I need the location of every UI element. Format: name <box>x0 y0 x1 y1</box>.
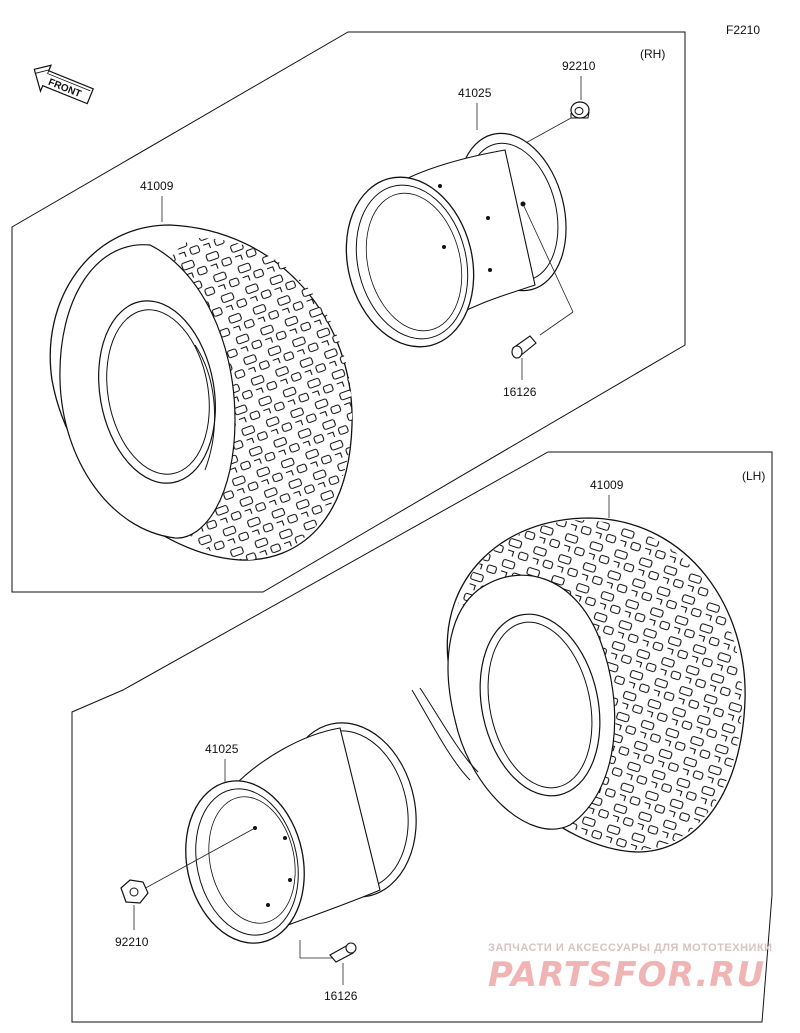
watermark-tagline: ЗАПЧАСТИ И АКСЕССУАРЫ ДЛЯ МОТОТЕХНИКИ <box>488 942 773 954</box>
lh-group-frame <box>71 451 773 1023</box>
watermark-brand: PARTSFOR.RU <box>488 955 765 995</box>
rh-nut-icon <box>570 101 590 119</box>
lh-valve-stem-icon <box>329 942 357 963</box>
lh-wheel-rim <box>185 722 417 944</box>
rh-group: (RH) 92210 41025 <box>11 31 686 593</box>
watermark: ЗАПЧАСТИ И АКСЕССУАРЫ ДЛЯ МОТОТЕХНИКИ PA… <box>488 942 773 995</box>
lh-label-92210: 92210 <box>115 935 149 949</box>
rh-group-frame <box>11 31 686 593</box>
lh-label-41009: 41009 <box>590 478 624 492</box>
lh-nut-icon <box>120 879 149 904</box>
lh-label-41025: 41025 <box>205 742 239 756</box>
lh-tire <box>411 517 746 853</box>
diagram-code: F2210 <box>726 23 760 37</box>
lh-group: (LH) 41009 41025 <box>71 451 773 1023</box>
rh-tire <box>49 224 353 561</box>
rh-label-41009: 41009 <box>140 179 174 193</box>
lh-side-label: (LH) <box>742 469 765 483</box>
rh-wheel-rim <box>345 132 567 348</box>
rh-label-92210: 92210 <box>562 59 596 73</box>
rh-label-41025: 41025 <box>458 86 492 100</box>
rh-valve-stem-icon <box>511 335 537 359</box>
lh-label-16126: 16126 <box>324 989 358 1003</box>
rh-side-label: (RH) <box>640 47 665 61</box>
rh-label-16126: 16126 <box>503 385 537 399</box>
front-arrow-icon: FRONT <box>33 64 95 105</box>
